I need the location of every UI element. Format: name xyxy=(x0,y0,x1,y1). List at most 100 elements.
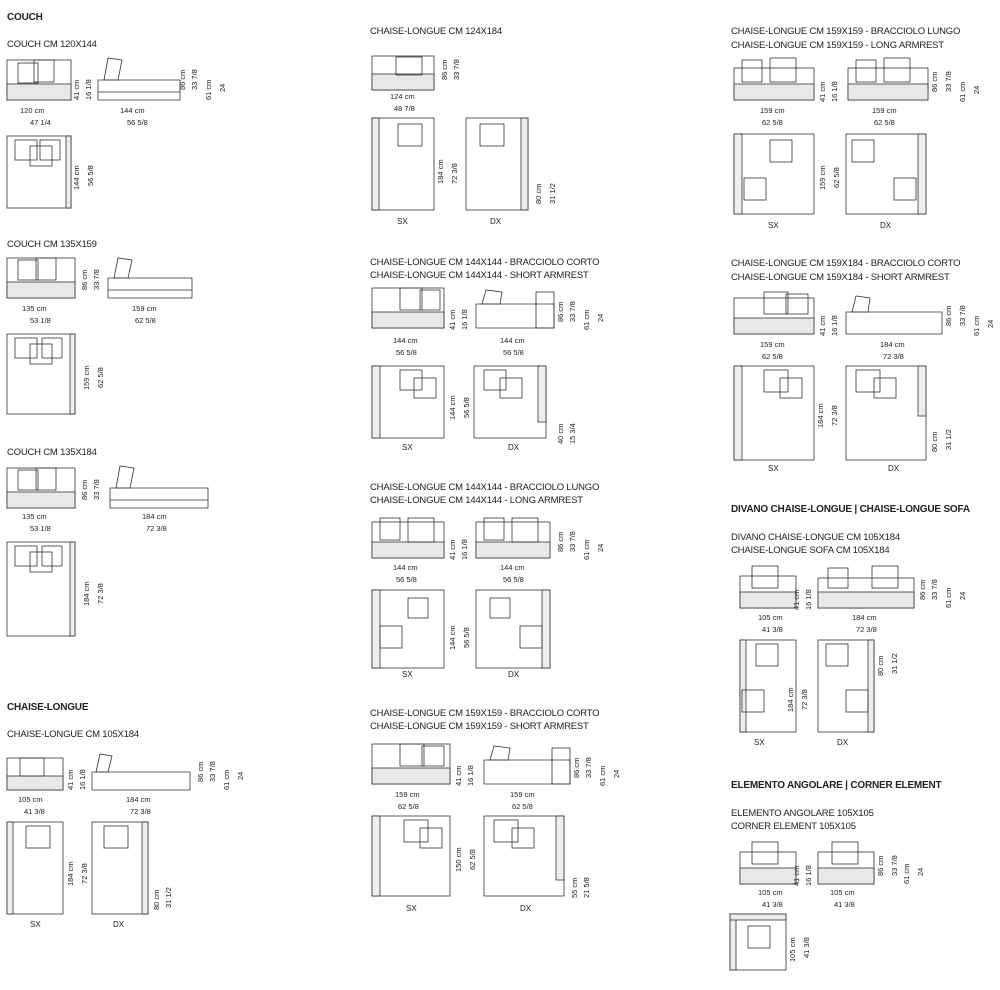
dim-seat-height-cm: 41 cm xyxy=(72,79,81,100)
dim-length-cm: 159 cm xyxy=(82,365,91,390)
dim-width-cm: 105 cm xyxy=(830,888,855,897)
dim-length-in: 72 3/8 xyxy=(450,163,459,184)
side-dx: DX xyxy=(113,920,125,929)
dim-back-in: 31 1/2 xyxy=(890,653,899,674)
dim-seat-height-in: 16 1/8 xyxy=(830,81,839,102)
dim-width-cm: 159 cm xyxy=(760,106,785,115)
dim-length-cm: 184 cm xyxy=(816,403,825,428)
side-dx: DX xyxy=(837,738,849,747)
label-divano-it: DIVANO CHAISE-LONGUE CM 105X184 xyxy=(731,532,900,543)
dim-height-cm: 86 cm xyxy=(930,71,939,92)
dim-length-cm: 184 cm xyxy=(786,687,795,712)
section-angolare: ELEMENTO ANGOLARE | CORNER ELEMENT xyxy=(731,780,942,791)
dim-length-cm: 144 cm xyxy=(72,165,81,190)
dim-depth-in: 24 xyxy=(972,85,981,94)
dim-height-cm: 86 cm xyxy=(944,305,953,326)
dim-height-in: 33 7/8 xyxy=(568,301,577,322)
dim-seat-height-in: 16 1/8 xyxy=(460,309,469,330)
label-chaise-144-short-en: CHAISE-LONGUE CM 144X144 - SHORT ARMREST xyxy=(370,270,589,281)
dim-length-cm: 144 cm xyxy=(448,625,457,650)
dim-width-in: 53 1/8 xyxy=(30,316,51,325)
side-sx: SX xyxy=(30,920,41,929)
dim-height-in: 33 7/8 xyxy=(452,59,461,80)
dim-width-cm: 135 cm xyxy=(22,304,47,313)
dim-depth-cm: 61 cm xyxy=(222,769,231,790)
dim-seat-height-in: 16 1/8 xyxy=(804,865,813,886)
section-couch: COUCH xyxy=(7,12,43,23)
chaise-105-side-view xyxy=(91,753,191,791)
couch-135a-side-view xyxy=(107,257,193,299)
dim-height-in: 33 7/8 xyxy=(92,269,101,290)
dim-width-in: 72 3/8 xyxy=(856,625,877,634)
label-couch-120: COUCH CM 120X144 xyxy=(7,39,97,50)
side-sx: SX xyxy=(768,221,779,230)
dim-width-in: 53 1/8 xyxy=(30,524,51,533)
dim-back-in: 31 1/2 xyxy=(164,887,173,908)
dim-height-in: 33 7/8 xyxy=(584,757,593,778)
divano-sx-top-view xyxy=(739,639,797,733)
divano-front-view xyxy=(739,565,797,609)
chaise-144-short-dx-top-view xyxy=(473,365,547,439)
dim-depth-in: 24 xyxy=(218,83,227,92)
section-chaise: CHAISE-LONGUE xyxy=(7,702,89,713)
dim-height-in: 33 7/8 xyxy=(208,761,217,782)
side-sx: SX xyxy=(402,443,413,452)
chaise-144-long-sx-top-view xyxy=(371,589,445,669)
dim-seat-height-cm: 41 cm xyxy=(792,865,801,886)
dim-width-in: 62 5/8 xyxy=(874,118,895,127)
dim-width-in: 56 5/8 xyxy=(396,348,417,357)
dim-width-in: 72 3/8 xyxy=(146,524,167,533)
chaise-144-long-side-view xyxy=(475,517,551,559)
dim-width-in: 62 5/8 xyxy=(135,316,156,325)
dim-depth-cm: 61 cm xyxy=(582,539,591,560)
chaise-124-dx-top-view xyxy=(465,117,529,211)
dim-height-cm: 86 cm xyxy=(440,59,449,80)
dim-width-cm: 159 cm xyxy=(510,790,535,799)
dim-width-in: 41 3/8 xyxy=(24,807,45,816)
dim-depth-in: 24 xyxy=(596,543,605,552)
dim-height-in: 33 7/8 xyxy=(190,69,199,90)
section-divano: DIVANO CHAISE-LONGUE | CHAISE-LONGUE SOF… xyxy=(731,504,970,515)
label-chaise-159-short-it: CHAISE-LONGUE CM 159X159 - BRACCIOLO COR… xyxy=(370,708,600,719)
dim-width-in: 56 5/8 xyxy=(396,575,417,584)
dim-length-in: 56 5/8 xyxy=(462,627,471,648)
couch-135b-side-view xyxy=(109,465,209,509)
couch-120-top-view xyxy=(6,135,72,209)
dim-width-cm: 184 cm xyxy=(142,512,167,521)
dim-seat-height-in: 16 1/8 xyxy=(830,315,839,336)
chaise-159-short-front-view xyxy=(371,743,451,785)
side-dx: DX xyxy=(888,464,900,473)
couch-135b-front-view xyxy=(6,467,76,509)
dim-depth-cm: 61 cm xyxy=(598,765,607,786)
dim-width-cm: 144 cm xyxy=(120,106,145,115)
dim-height-cm: 86 cm xyxy=(572,757,581,778)
side-dx: DX xyxy=(880,221,892,230)
side-dx: DX xyxy=(490,217,502,226)
corner-top-view xyxy=(729,913,787,971)
dim-width-cm: 135 cm xyxy=(22,512,47,521)
chaise-159-short-side-view xyxy=(483,745,571,785)
chaise-159-short-dx-top-view xyxy=(483,815,565,897)
dim-arm-in: 15 3/4 xyxy=(568,423,577,444)
chaise-124-front-view xyxy=(371,55,435,91)
couch-135b-top-view xyxy=(6,541,76,637)
dim-seat-height-cm: 41 cm xyxy=(818,315,827,336)
chaise-159-long-front-view xyxy=(733,57,815,101)
dim-width-in: 41 3/8 xyxy=(762,900,783,909)
dim-length-in: 72 3/8 xyxy=(96,583,105,604)
dim-seat-height-cm: 41 cm xyxy=(818,81,827,102)
couch-135a-front-view xyxy=(6,257,76,299)
dim-length-in: 72 3/8 xyxy=(830,405,839,426)
dim-seat-height-in: 16 1/8 xyxy=(804,589,813,610)
chaise-144-long-dx-top-view xyxy=(475,589,551,669)
dim-width-cm: 105 cm xyxy=(758,613,783,622)
dim-width-in: 62 5/8 xyxy=(398,802,419,811)
chaise-124-sx-top-view xyxy=(371,117,435,211)
dim-height-cm: 86 cm xyxy=(80,269,89,290)
dim-width-in: 48 7/8 xyxy=(394,104,415,113)
dim-seat-height-cm: 41 cm xyxy=(448,309,457,330)
dim-width-in: 72 3/8 xyxy=(883,352,904,361)
dim-height-cm: 86 cm xyxy=(918,579,927,600)
dim-length-cm: 184 cm xyxy=(436,159,445,184)
couch-120-front-view xyxy=(6,59,72,101)
